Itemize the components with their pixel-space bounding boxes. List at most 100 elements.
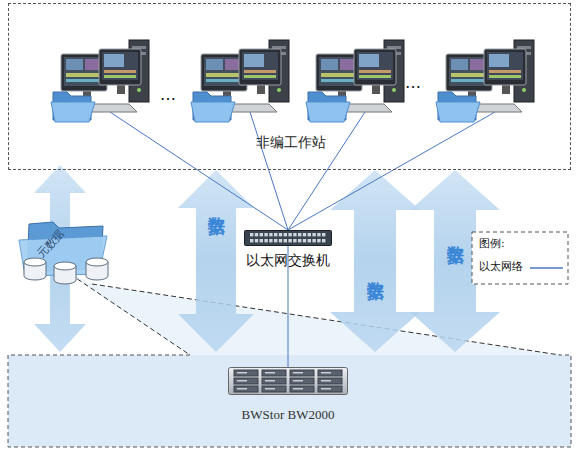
drive-bay bbox=[290, 378, 314, 384]
legend-line-sample bbox=[530, 267, 563, 269]
switch-port bbox=[317, 233, 320, 236]
monitor bbox=[484, 49, 526, 85]
pc-tower-led bbox=[392, 88, 396, 92]
monitor-screen bbox=[242, 52, 278, 80]
switch-port bbox=[293, 233, 296, 236]
ethernet-switch: 以太网交换机 bbox=[244, 230, 332, 246]
switch-port bbox=[308, 239, 311, 242]
monitor bbox=[354, 49, 396, 85]
drive-bay bbox=[262, 386, 286, 392]
drive-handle bbox=[237, 372, 247, 374]
server-body bbox=[229, 368, 348, 395]
switch-icon bbox=[244, 230, 332, 246]
screen-timeline bbox=[244, 70, 276, 73]
monitor bbox=[99, 49, 141, 85]
screen-window bbox=[451, 59, 468, 70]
flow-label: 数据 bbox=[207, 203, 227, 207]
workstation-icon bbox=[436, 40, 534, 122]
drive-bay bbox=[234, 378, 258, 384]
zone-title: 非编工作站 bbox=[256, 134, 326, 150]
switch-port bbox=[279, 233, 282, 236]
switch-port bbox=[260, 239, 263, 242]
ethernet-link bbox=[197, 170, 393, 230]
folder-front bbox=[436, 102, 480, 122]
storage-zone-fill bbox=[8, 355, 571, 447]
drive-bay bbox=[290, 370, 314, 376]
screen-timeline bbox=[321, 73, 357, 77]
pc-tower-led bbox=[277, 88, 281, 92]
monitor-screen bbox=[204, 57, 244, 86]
ellipsis: … bbox=[160, 86, 176, 104]
folder-front bbox=[191, 102, 235, 122]
switch-body bbox=[245, 231, 332, 246]
screen-timeline bbox=[206, 79, 242, 82]
screen-timeline bbox=[66, 73, 102, 77]
ellipsis: … bbox=[405, 74, 421, 92]
legend-text: 以太网络 bbox=[479, 261, 523, 274]
switch-port bbox=[274, 233, 277, 236]
legend-title: 图例: bbox=[479, 238, 505, 251]
switch-port bbox=[317, 239, 320, 242]
storage-zone-border bbox=[8, 355, 571, 447]
screen-timeline bbox=[489, 70, 521, 73]
switch-port bbox=[250, 233, 253, 236]
disk-top bbox=[86, 258, 108, 266]
workstation-zone: 非编工作站 bbox=[8, 3, 571, 170]
screen-window bbox=[244, 54, 264, 67]
screen-window bbox=[489, 54, 509, 67]
drive-handle bbox=[293, 372, 303, 374]
switch-port bbox=[260, 233, 263, 236]
drive-bay bbox=[262, 370, 286, 376]
workstation-icon bbox=[51, 40, 149, 122]
drive-bay bbox=[234, 370, 258, 376]
monitor-screen bbox=[357, 52, 393, 80]
switch-port bbox=[298, 233, 301, 236]
switch-port bbox=[308, 233, 311, 236]
switch-port bbox=[269, 239, 272, 242]
metadata-icon bbox=[15, 218, 111, 290]
switch-port bbox=[279, 239, 282, 242]
switch-port bbox=[288, 239, 291, 242]
screen-timeline bbox=[451, 79, 487, 82]
switch-port bbox=[284, 233, 287, 236]
monitor bbox=[239, 49, 281, 85]
switch-port bbox=[288, 233, 291, 236]
switch-port bbox=[303, 239, 306, 242]
monitor-screen bbox=[64, 57, 104, 86]
switch-label: 以太网交换机 bbox=[246, 252, 330, 268]
screen-window bbox=[359, 54, 379, 67]
server-label: BWStor BW2000 bbox=[242, 408, 335, 423]
switch-port bbox=[255, 233, 258, 236]
monitor-screen bbox=[102, 52, 138, 80]
screen-timeline bbox=[66, 79, 102, 82]
folder-front bbox=[51, 102, 95, 122]
data-flow-arrow bbox=[330, 170, 420, 352]
switch-port bbox=[255, 239, 258, 242]
drive-handle bbox=[293, 380, 303, 382]
disk-top bbox=[54, 262, 76, 270]
screen-timeline bbox=[104, 75, 136, 78]
folder-front bbox=[306, 102, 350, 122]
drive-handle bbox=[265, 388, 275, 390]
switch-port bbox=[269, 233, 272, 236]
flow-label: 数据 bbox=[446, 232, 466, 236]
screen-timeline bbox=[489, 75, 521, 78]
storage-server: BWStor BW2000 bbox=[228, 367, 348, 395]
screen-timeline bbox=[451, 73, 487, 77]
switch-port bbox=[293, 239, 296, 242]
drive-handle bbox=[321, 388, 331, 390]
server-icon bbox=[228, 367, 348, 395]
drive-handle bbox=[321, 380, 331, 382]
switch-port bbox=[250, 239, 253, 242]
arrow-group bbox=[34, 165, 500, 352]
drive-bay bbox=[234, 386, 258, 392]
pc-tower-led bbox=[522, 88, 526, 92]
switch-port bbox=[264, 233, 267, 236]
drive-bay bbox=[262, 378, 286, 384]
switch-port bbox=[322, 239, 325, 242]
drive-bay bbox=[318, 378, 342, 384]
drive-handle bbox=[293, 388, 303, 390]
switch-port bbox=[274, 239, 277, 242]
switch-port bbox=[284, 239, 287, 242]
